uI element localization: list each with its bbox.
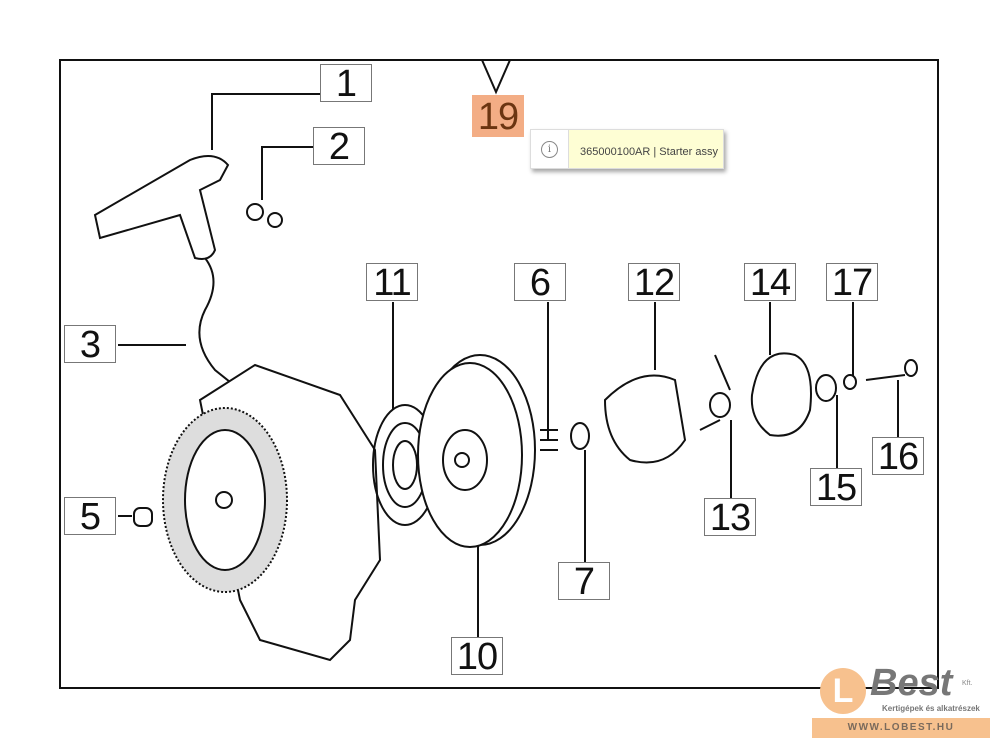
callout-15[interactable]: 15 <box>810 468 862 507</box>
callout-5[interactable]: 5 <box>64 497 116 536</box>
callout-16[interactable]: 16 <box>872 437 924 476</box>
screw-part <box>865 359 919 381</box>
tooltip-text: 365000100AR | Starter assy <box>580 146 718 158</box>
spring-clip-part <box>699 354 732 431</box>
logo-url: WWW.LOBEST.HU <box>812 718 990 738</box>
logo-suffix: Kft. <box>962 680 973 687</box>
callout-12[interactable]: 12 <box>628 263 680 302</box>
callout-17[interactable]: 17 <box>826 263 878 302</box>
washer-17-part <box>843 374 857 390</box>
pulley-part <box>417 354 558 548</box>
friction-plate-part <box>750 352 812 437</box>
logo-tagline: Kertigépek és alkatrészek <box>882 704 980 713</box>
callout-19-active[interactable]: 19 <box>472 95 524 138</box>
logo-name: Best <box>870 662 953 704</box>
callout-7[interactable]: 7 <box>558 562 610 601</box>
pawl-carrier-part <box>603 374 687 464</box>
callout-10[interactable]: 10 <box>451 637 503 676</box>
diagram-frame <box>59 59 939 689</box>
callout-11[interactable]: 11 <box>366 263 418 302</box>
lobest-logo: L Best Kft. Kertigépek és alkatrészek WW… <box>812 662 990 742</box>
callout-3[interactable]: 3 <box>64 325 116 364</box>
callout-2[interactable]: 2 <box>313 127 365 166</box>
part-tooltip: i 365000100AR | Starter assy <box>530 129 724 169</box>
starter-housing-part <box>133 363 382 662</box>
logo-mark: L <box>820 668 866 714</box>
handle-part <box>93 155 283 391</box>
callout-14[interactable]: 14 <box>744 263 796 302</box>
washer-15-part <box>815 374 837 402</box>
washer-part <box>570 422 590 450</box>
callout-6[interactable]: 6 <box>514 263 566 302</box>
info-icon: i <box>541 140 558 158</box>
callout-1[interactable]: 1 <box>320 64 372 103</box>
callout-13[interactable]: 13 <box>704 498 756 537</box>
